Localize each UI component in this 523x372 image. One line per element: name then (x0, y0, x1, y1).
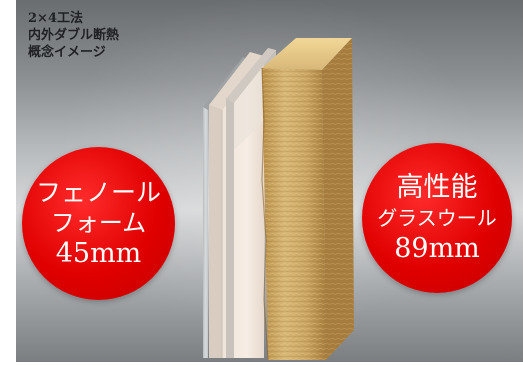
glass-wool-block (261, 38, 354, 361)
glass-wool-badge: 高性能 グラスウール 89mm (362, 143, 512, 293)
phenolic-foam-badge: フェノール フォーム 45mm (22, 147, 175, 300)
glass-wool-label-line2: グラスウール (377, 206, 497, 230)
structural-panel (226, 48, 276, 358)
caption-line-concept-image: 概念イメージ (28, 45, 106, 60)
glass-wool-label-line1: 高性能 (396, 172, 478, 203)
glass-wool-thickness: 89mm (394, 233, 480, 264)
phenolic-foam-label-line2: フォーム (50, 209, 147, 237)
concept-caption: 2×4工法 内外ダブル断熱 概念イメージ (28, 10, 119, 61)
caption-line-double-insulation: 内外ダブル断熱 (28, 28, 120, 43)
phenolic-foam-label-line1: フェノール (35, 178, 161, 207)
caption-line-construction-method: 2×4工法 (28, 11, 83, 26)
phenolic-foam-thickness: 45mm (55, 238, 142, 269)
